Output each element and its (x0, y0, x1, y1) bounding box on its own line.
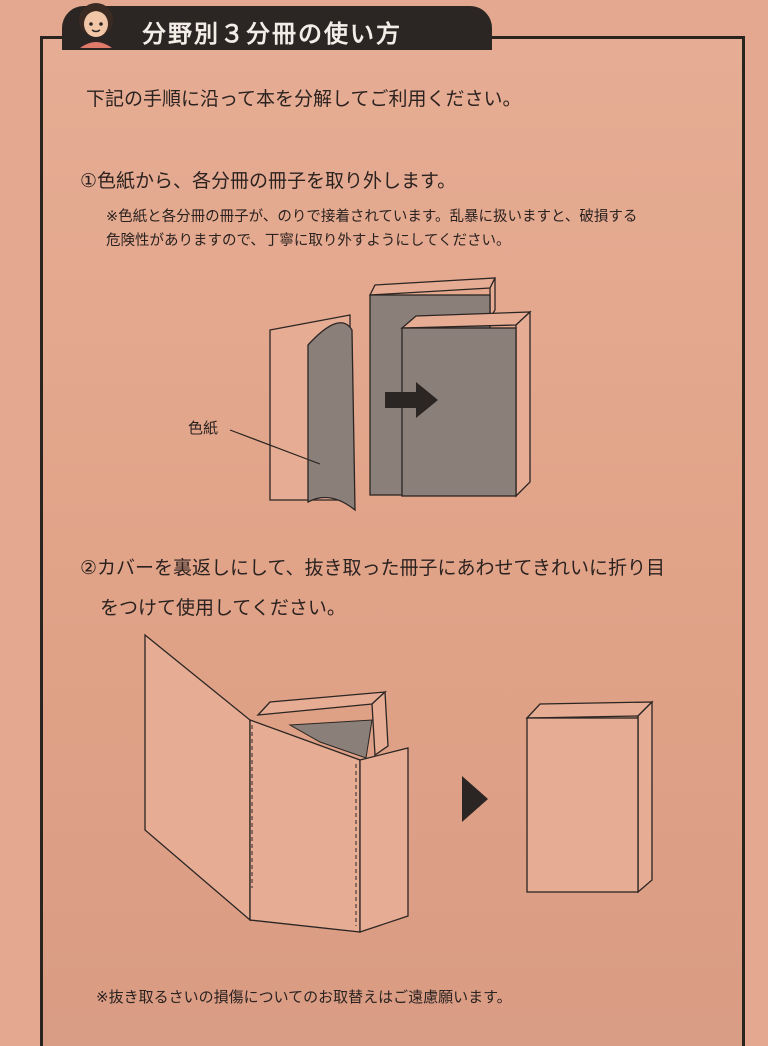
cover-left-flap (144, 633, 251, 922)
finished-booklet-side (637, 700, 653, 894)
inner-booklet-top (256, 691, 387, 716)
front-booklet-side (515, 310, 531, 498)
step1-note-line1: ※色紙と各分冊の冊子が、のりで接着されています。乱暴に扱いますと、破損する (106, 209, 638, 225)
page-title: 分野別３分冊の使い方 (142, 20, 402, 48)
finished-booklet-face (526, 717, 639, 893)
step2-line1: ②カバーを裏返しにして、抜き取った冊子にあわせてきれいに折り目 (80, 557, 665, 579)
figure-separate-booklets (229, 277, 532, 512)
figure-fold-cover (144, 633, 654, 933)
label-leader-line (229, 429, 321, 465)
step2-line2: をつけて使用してください。 (100, 597, 346, 619)
step1-heading: ①色紙から、各分冊の冊子を取り外します。 (80, 170, 457, 192)
rear-booklet-top (368, 277, 497, 296)
next-step-arrow-icon (462, 776, 488, 822)
colored-paper-label: 色紙 (188, 419, 219, 437)
finished-booklet-top (525, 701, 654, 719)
intro-text: 下記の手順に沿って本を分解してご利用ください。 (86, 88, 522, 110)
colored-paper (307, 322, 356, 512)
footer-note: ※抜き取るさいの損傷についてのお取替えはご遠慮願います。 (96, 988, 512, 1006)
inner-booklet-side (371, 690, 389, 757)
cover-front-panel (249, 719, 361, 933)
mascot-icon (79, 3, 113, 48)
step1-note-line2: 危険性がありますので、丁寧に取り外すようにしてください。 (106, 233, 511, 249)
cover-side-flap (359, 747, 409, 933)
title-tab: 分野別３分冊の使い方 (62, 6, 492, 50)
pull-arrow-icon (385, 382, 438, 418)
front-booklet-face (401, 327, 517, 497)
